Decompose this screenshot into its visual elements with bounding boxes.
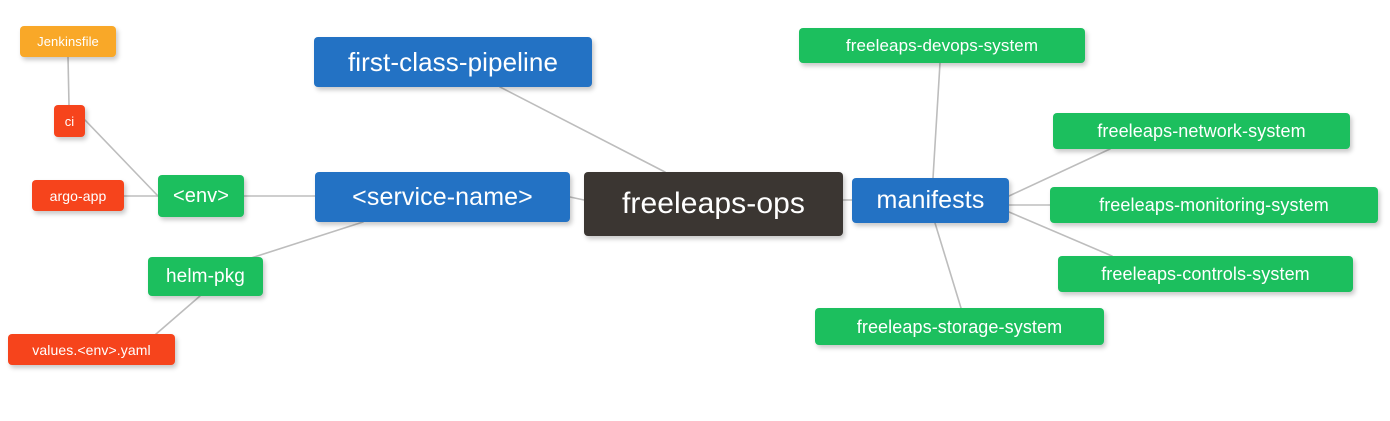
node-manifests[interactable]: manifests — [852, 178, 1009, 223]
edge-manifests-to-devops-system — [932, 62, 941, 179]
node-monitoring-system[interactable]: freeleaps-monitoring-system — [1050, 187, 1378, 223]
node-env[interactable]: <env> — [158, 175, 244, 217]
edge-service-name-to-freeleaps-ops — [569, 196, 585, 201]
edge-manifests-to-controls-system — [1008, 211, 1113, 257]
edge-first-class-pipeline-to-freeleaps-ops — [499, 86, 666, 173]
node-helm-pkg[interactable]: helm-pkg — [148, 257, 263, 296]
node-devops-system[interactable]: freeleaps-devops-system — [799, 28, 1085, 63]
node-jenkinsfile[interactable]: Jenkinsfile — [20, 26, 116, 57]
edge-ci-to-env — [84, 119, 159, 197]
edge-manifests-to-storage-system — [934, 222, 962, 309]
node-first-class-pipeline[interactable]: first-class-pipeline — [314, 37, 592, 87]
node-storage-system[interactable]: freeleaps-storage-system — [815, 308, 1104, 345]
node-argo-app[interactable]: argo-app — [32, 180, 124, 211]
node-service-name[interactable]: <service-name> — [315, 172, 570, 222]
node-network-system[interactable]: freeleaps-network-system — [1053, 113, 1350, 149]
node-ci[interactable]: ci — [54, 105, 85, 137]
edge-helm-pkg-to-service-name — [247, 221, 364, 260]
edge-manifests-to-network-system — [1008, 148, 1111, 197]
node-controls-system[interactable]: freeleaps-controls-system — [1058, 256, 1353, 292]
edge-jenkinsfile-to-ci — [67, 56, 70, 106]
edge-values-yaml-to-helm-pkg — [147, 295, 201, 342]
node-values-yaml[interactable]: values.<env>.yaml — [8, 334, 175, 365]
node-freeleaps-ops[interactable]: freeleaps-ops — [584, 172, 843, 236]
